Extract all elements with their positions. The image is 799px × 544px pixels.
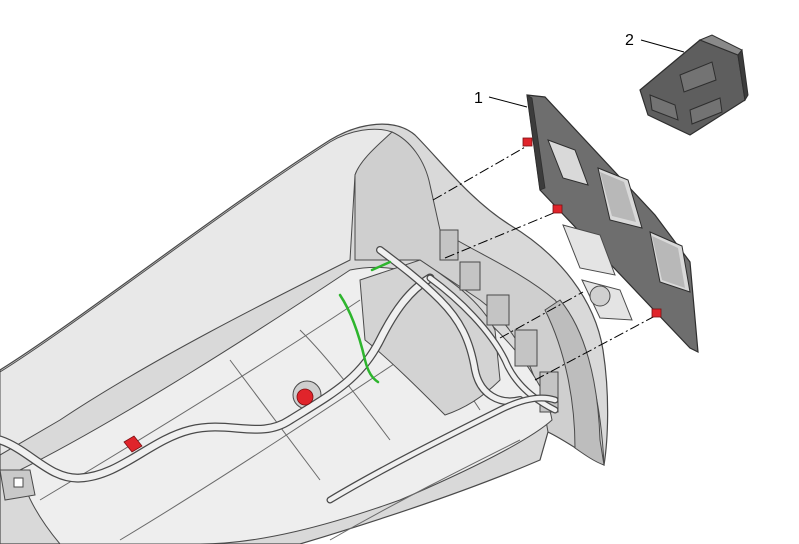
wiring-harness <box>0 246 559 504</box>
callout-1-label: 1 <box>474 90 483 107</box>
console-housing <box>0 123 609 544</box>
green-ground-wire <box>338 293 380 384</box>
housing-rim <box>544 299 605 466</box>
bezel-clip-bottom <box>651 308 662 318</box>
bezel-clip-middle <box>552 204 563 214</box>
callout-1-leader <box>488 96 528 108</box>
clip-red-center <box>296 388 314 406</box>
switch-connector-block <box>562 224 633 321</box>
assembly-guide-lines <box>432 145 656 381</box>
harness-clips <box>123 388 314 453</box>
callout-2-leader <box>640 39 685 53</box>
switch-bezel-part <box>522 94 699 354</box>
switch-front-face <box>737 48 749 102</box>
switch-part <box>639 34 749 136</box>
bezel-clips <box>522 137 662 318</box>
callout-1: 1 <box>474 90 528 108</box>
switch-ribs <box>649 61 723 125</box>
bottom-left-bracket <box>0 469 36 501</box>
bezel-clip-top <box>522 137 533 147</box>
callout-2-label: 2 <box>625 32 634 49</box>
callout-2: 2 <box>625 32 685 53</box>
clip-red-left <box>123 435 143 453</box>
bezel-recess <box>600 172 685 288</box>
bezel-opening-1 <box>547 139 589 186</box>
housing-cavity <box>359 259 501 416</box>
